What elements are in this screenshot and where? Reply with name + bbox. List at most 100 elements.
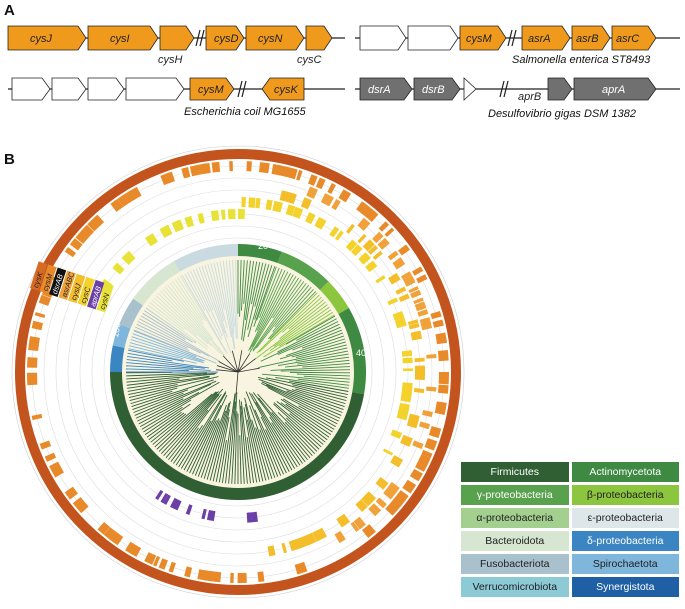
track-mark <box>428 430 440 439</box>
track-mark <box>34 312 46 318</box>
genome-caption-desulfovibrio: Desulfovibrio gigas DSM 1382 <box>488 108 636 120</box>
phylum-ring-segment <box>110 345 125 372</box>
tree-branch <box>133 329 217 364</box>
tree-branch <box>126 368 189 372</box>
track-mark <box>329 226 340 238</box>
tree-branch <box>282 398 335 430</box>
track-mark <box>365 260 378 273</box>
tree-branch <box>261 381 342 416</box>
track-mark <box>158 558 168 570</box>
tree-branch <box>277 353 349 366</box>
track-mark <box>406 417 419 429</box>
tree-branch <box>277 411 318 452</box>
tree-branch <box>126 359 205 369</box>
track-mark <box>336 515 347 528</box>
tree-branch <box>280 369 350 372</box>
track-mark <box>386 482 400 495</box>
tree-branch <box>172 280 204 325</box>
track-mark <box>350 521 360 532</box>
tree-branch <box>260 416 290 472</box>
track-mark <box>401 271 412 280</box>
circular-tree <box>11 145 465 599</box>
track-mark <box>411 334 423 341</box>
tree-branch <box>203 410 227 479</box>
track-mark <box>389 500 401 511</box>
track-mark <box>367 244 379 255</box>
gene-label-cysC: cysC <box>297 54 322 66</box>
track-mark <box>402 479 417 494</box>
track-mark <box>390 429 403 439</box>
tree-branch <box>251 393 298 468</box>
tree-branch <box>139 318 210 357</box>
tree-branch <box>235 260 238 339</box>
track-mark <box>281 542 288 554</box>
tree-branch <box>297 356 350 365</box>
tree-branch <box>274 284 310 328</box>
tree-branch <box>266 384 341 419</box>
track-mark <box>371 503 382 514</box>
gene-label-cysD: cysD <box>214 33 239 45</box>
track-mark <box>420 321 433 331</box>
gene-arrow <box>159 25 195 51</box>
track-mark <box>342 191 352 203</box>
tree-branch <box>169 282 214 340</box>
tree-branch <box>232 260 237 339</box>
tree-branch <box>254 265 273 320</box>
tree-branch <box>204 264 228 339</box>
tree-branch <box>201 265 226 334</box>
tree-branch <box>237 353 251 373</box>
tree-branch <box>241 260 251 340</box>
track-mark <box>436 336 447 345</box>
tree-branch <box>275 377 349 389</box>
tree-branch <box>144 310 193 343</box>
track-mark <box>408 286 419 294</box>
track-mark <box>163 494 171 505</box>
tree-branch <box>129 387 178 402</box>
gene-arrow <box>245 25 305 51</box>
operon-salmonella-asr: cysM asrA asrB asrC Salmonella enterica … <box>355 25 680 66</box>
track-mark <box>382 448 394 456</box>
scale-label-160: 160 <box>299 484 314 494</box>
tree-branch <box>135 326 190 352</box>
track-mark <box>215 161 221 173</box>
tree-branch <box>170 394 222 462</box>
tree-branch <box>253 266 276 327</box>
track-mark <box>177 219 184 230</box>
track-mark <box>426 353 437 359</box>
phylum-ring-segment <box>133 261 180 306</box>
tree-branch <box>209 401 231 481</box>
track-mark <box>372 250 383 260</box>
track-mark <box>308 174 318 186</box>
tree-branch <box>239 260 242 317</box>
track-mark <box>144 235 155 247</box>
track-mark <box>185 504 193 515</box>
track-mark <box>181 167 191 179</box>
track-mark <box>173 499 182 511</box>
tree-branch <box>244 261 255 321</box>
tree-branch <box>251 419 270 480</box>
tree-branch <box>181 274 228 355</box>
track-mark <box>398 244 410 256</box>
ring-cysK <box>15 149 461 595</box>
tree-branch <box>126 372 207 377</box>
tree-branch <box>126 378 180 386</box>
tree-branch <box>295 344 347 359</box>
gene-arrow <box>573 77 657 101</box>
phylum-ring-segment <box>174 244 238 272</box>
track-mark <box>250 511 258 523</box>
tree-branch <box>161 393 218 454</box>
track-mark <box>377 237 390 250</box>
gene-arrow <box>261 77 305 101</box>
tree-branch <box>298 405 336 428</box>
tree-branch <box>237 350 243 373</box>
tree-branch <box>239 399 245 484</box>
track-mark <box>434 409 446 415</box>
tree-branch <box>258 294 320 353</box>
tree-branch <box>273 403 322 448</box>
tree-branch <box>163 388 224 457</box>
track-mark <box>294 538 302 550</box>
track-mark <box>128 186 142 201</box>
track-mark <box>375 497 387 509</box>
track-mark <box>350 244 363 257</box>
